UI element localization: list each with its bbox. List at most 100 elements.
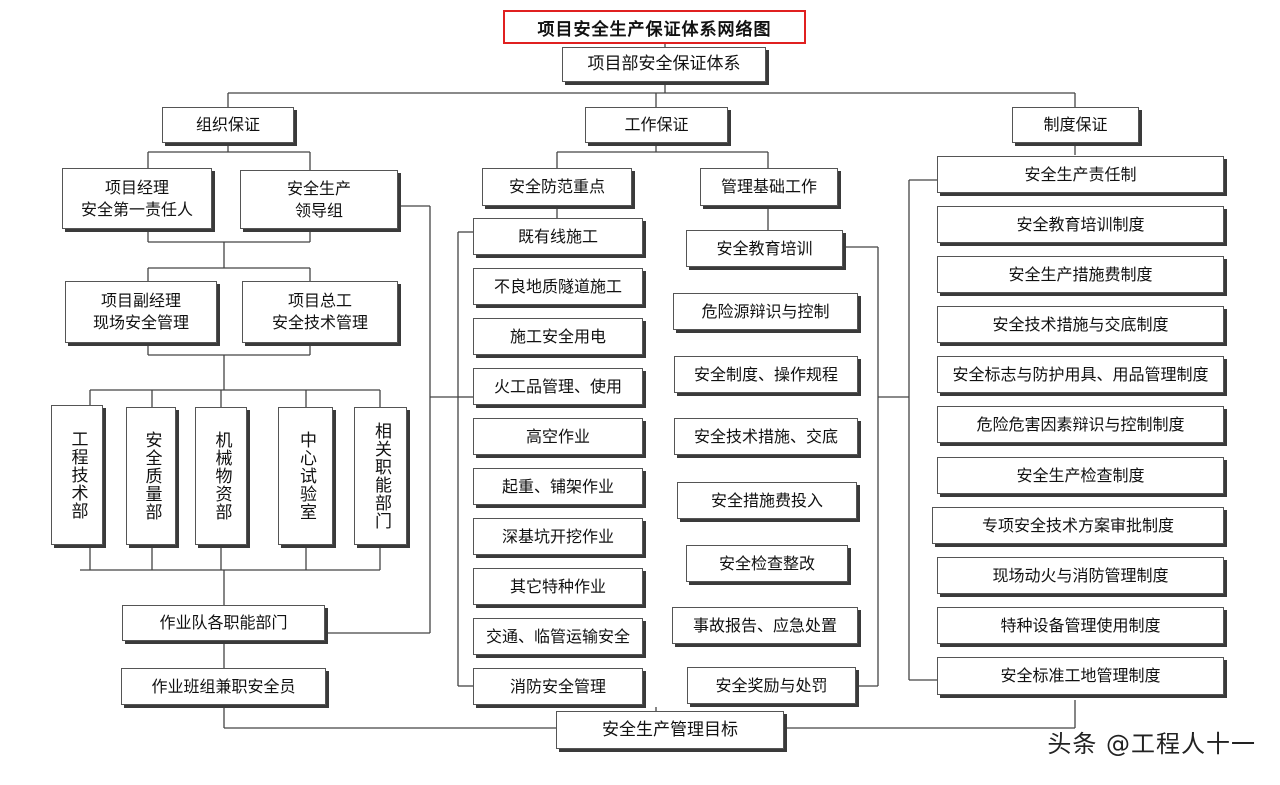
section-org-label: 组织保证 [195,115,260,135]
basic-item-label: 安全措施费投入 [710,490,823,510]
system-item-label: 特种设备管理使用制度 [1000,615,1161,635]
focus-item: 高空作业 [473,418,643,455]
section-work: 工作保证 [585,107,728,143]
department-label: 安全质量部 [141,431,162,521]
focus-item: 交通、临管运输安全 [473,618,643,655]
system-item: 安全生产责任制 [937,156,1224,193]
department-label: 相关职能部门 [370,422,391,530]
basic-item: 安全教育培训 [686,230,843,267]
basic-item: 安全制度、操作规程 [674,356,858,393]
crew-safety-officer-box: 作业班组兼职安全员 [121,668,326,705]
project-manager-title: 项目经理 [104,177,169,197]
system-item-label: 安全教育培训制度 [1016,214,1145,234]
system-item-label: 安全生产检查制度 [1016,465,1145,485]
department-test-lab: 中心试验室 [278,407,333,545]
focus-item-label: 其它特种作业 [509,576,606,596]
goal-label: 安全生产管理目标 [602,719,738,740]
system-item: 安全生产检查制度 [937,457,1224,494]
safety-leader-group-box: 安全生产 领导组 [240,170,398,229]
system-item: 安全教育培训制度 [937,206,1224,243]
focus-item-label: 高空作业 [525,426,590,446]
system-item-label: 安全生产措施费制度 [1008,264,1153,284]
focus-header-box: 安全防范重点 [482,168,632,206]
focus-item-label: 火工品管理、使用 [493,376,622,396]
system-item: 专项安全技术方案审批制度 [932,507,1224,544]
system-item: 危险危害因素辩识与控制制度 [937,406,1224,443]
section-system-label: 制度保证 [1043,115,1108,135]
project-manager-box: 项目经理 安全第一责任人 [62,168,212,229]
basic-header-box: 管理基础工作 [700,168,838,206]
basic-item-label: 危险源辩识与控制 [701,301,830,321]
focus-item: 深基坑开挖作业 [473,518,643,555]
project-manager-role: 安全第一责任人 [80,199,193,219]
basic-item: 安全措施费投入 [677,482,857,519]
team-departments-label: 作业队各职能部门 [159,613,288,633]
team-departments-box: 作业队各职能部门 [122,605,325,641]
system-item: 现场动火与消防管理制度 [937,557,1224,594]
focus-item: 既有线施工 [473,218,643,255]
focus-item: 火工品管理、使用 [473,368,643,405]
section-org: 组织保证 [162,107,294,143]
focus-item: 消防安全管理 [473,668,643,705]
basic-item-label: 安全技术措施、交底 [693,426,838,446]
system-item: 安全标准工地管理制度 [937,657,1224,695]
watermark: 头条 @工程人十一 [1047,730,1256,758]
focus-item-label: 施工安全用电 [509,326,606,346]
chief-engineer-title: 项目总工 [287,291,352,311]
deputy-manager-role: 现场安全管理 [92,313,189,332]
system-item-label: 现场动火与消防管理制度 [992,565,1169,585]
basic-item: 事故报告、应急处置 [672,607,858,644]
basic-item-label: 安全奖励与处罚 [715,675,828,695]
focus-item: 施工安全用电 [473,318,643,355]
basic-item-label: 事故报告、应急处置 [692,615,837,635]
section-work-label: 工作保证 [624,115,689,135]
focus-item-label: 深基坑开挖作业 [501,526,614,546]
crew-safety-officer-label: 作业班组兼职安全员 [151,676,296,696]
root-label: 项目部安全保证体系 [587,54,741,75]
root-box: 项目部安全保证体系 [562,47,766,82]
department-safety-quality: 安全质量部 [126,407,176,545]
section-system: 制度保证 [1012,107,1139,143]
system-item: 安全生产措施费制度 [937,256,1224,293]
deputy-manager-title: 项目副经理 [100,291,181,311]
system-item: 安全技术措施与交底制度 [937,306,1224,343]
basic-item: 危险源辩识与控制 [673,293,858,330]
focus-item-label: 既有线施工 [517,226,598,246]
department-label: 中心试验室 [295,431,316,521]
safety-leader-group-line2: 领导组 [294,200,343,220]
safety-leader-group-line1: 安全生产 [286,178,351,198]
basic-item-label: 安全检查整改 [718,553,815,573]
diagram-title: 项目安全生产保证体系网络图 [503,10,806,44]
system-item: 特种设备管理使用制度 [937,607,1224,644]
department-related: 相关职能部门 [354,407,407,545]
focus-item: 其它特种作业 [473,568,643,605]
deputy-manager-box: 项目副经理 现场安全管理 [65,281,217,343]
basic-item-label: 安全教育培训 [716,238,813,258]
focus-item-label: 起重、铺架作业 [501,476,614,496]
focus-item-label: 交通、临管运输安全 [485,626,630,646]
system-item: 安全标志与防护用具、用品管理制度 [937,356,1224,393]
basic-item: 安全检查整改 [686,545,848,582]
department-engineering: 工程技术部 [51,405,103,545]
department-label: 工程技术部 [67,430,88,520]
focus-item: 起重、铺架作业 [473,468,643,505]
system-item-label: 安全生产责任制 [1024,164,1137,184]
department-label: 机械物资部 [211,431,232,521]
basic-header-label: 管理基础工作 [720,177,817,197]
department-machinery: 机械物资部 [195,407,247,545]
system-item-label: 安全技术措施与交底制度 [992,314,1169,334]
focus-item-label: 不良地质隧道施工 [493,276,622,296]
chief-engineer-box: 项目总工 安全技术管理 [242,281,398,343]
basic-item-label: 安全制度、操作规程 [693,364,838,384]
system-item-label: 安全标志与防护用具、用品管理制度 [952,364,1209,384]
focus-item-label: 消防安全管理 [509,676,606,696]
chief-engineer-role: 安全技术管理 [271,313,368,332]
system-item-label: 专项安全技术方案审批制度 [981,515,1174,535]
system-item-label: 危险危害因素辩识与控制制度 [976,414,1185,434]
focus-header-label: 安全防范重点 [508,177,605,197]
goal-box: 安全生产管理目标 [556,711,784,749]
basic-item: 安全技术措施、交底 [674,418,858,455]
system-item-label: 安全标准工地管理制度 [1000,666,1161,686]
basic-item: 安全奖励与处罚 [687,667,856,704]
